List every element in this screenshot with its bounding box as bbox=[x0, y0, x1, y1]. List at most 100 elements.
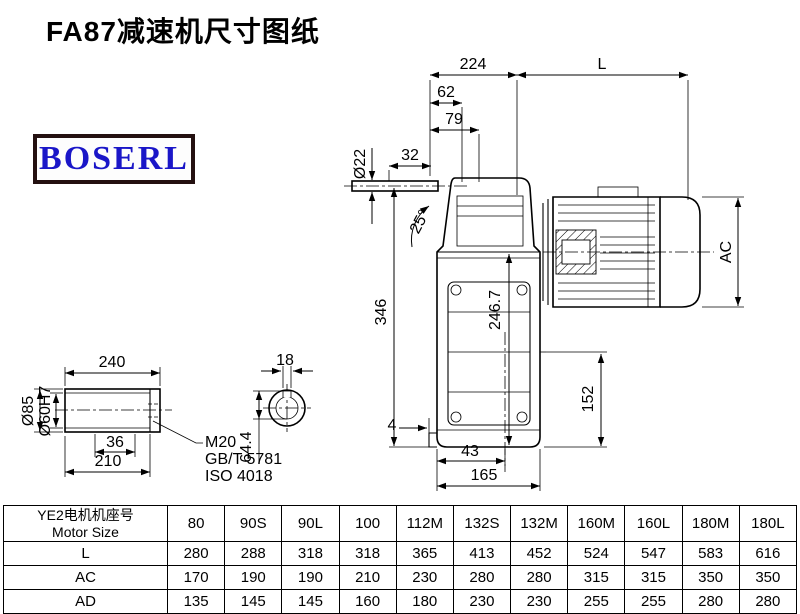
motor bbox=[542, 186, 701, 308]
dimension-value-cell: 180 bbox=[395, 589, 454, 614]
motor-frame-column-header: 180M bbox=[681, 505, 740, 542]
shaft-body bbox=[64, 388, 161, 433]
dimension-value-cell: 318 bbox=[281, 541, 340, 566]
iso-standard-label: ISO 4018 bbox=[205, 468, 273, 485]
dim-246-7-label: 246.7 bbox=[487, 290, 504, 330]
housing-outline bbox=[436, 177, 541, 448]
dim-152-label: 152 bbox=[580, 386, 597, 413]
dimension-value-cell: 280 bbox=[166, 541, 226, 566]
bolt-hole-icon bbox=[450, 411, 462, 423]
dimension-value-cell: 524 bbox=[567, 541, 626, 566]
dim-210-label: 210 bbox=[95, 453, 122, 470]
dim-165-label: 165 bbox=[471, 467, 498, 484]
row-label: L bbox=[3, 541, 168, 566]
boserl-logo: BOSERL bbox=[33, 134, 195, 184]
dimension-value-cell: 315 bbox=[624, 565, 683, 590]
dim-angle25-label: 25° bbox=[407, 207, 433, 236]
dimension-value-cell: 350 bbox=[681, 565, 740, 590]
dim-62-label: 62 bbox=[437, 84, 455, 101]
dimension-value-cell: 452 bbox=[510, 541, 569, 566]
dimension-lines bbox=[36, 71, 742, 490]
bolt-hole-icon bbox=[450, 284, 462, 296]
dim-4-label: 4 bbox=[388, 417, 397, 434]
dimension-value-cell: 210 bbox=[338, 565, 397, 590]
dimension-value-cell: 280 bbox=[681, 589, 740, 614]
dimension-value-cell: 280 bbox=[738, 589, 798, 614]
dim-346-label: 346 bbox=[373, 299, 390, 326]
dimension-value-cell: 230 bbox=[510, 589, 569, 614]
boserl-logo-text: BOSERL bbox=[39, 140, 189, 177]
dimension-labels: 224 L 62 79 32 Ø22 25° 346 246.7 AC 152 … bbox=[20, 56, 735, 485]
row-label: AD bbox=[3, 589, 168, 614]
motor-frame-column-header: 90L bbox=[281, 505, 340, 542]
motor-frame-column-header: 80 bbox=[166, 505, 226, 542]
dimension-value-cell: 190 bbox=[281, 565, 340, 590]
dim-L-label: L bbox=[598, 56, 607, 73]
motor-frame-column-header: 180L bbox=[738, 505, 798, 542]
dim-dia22-label: Ø22 bbox=[352, 149, 369, 179]
dim-dia60h7-label: Ø60H7 bbox=[37, 386, 54, 437]
motor-frame-column-header: 132M bbox=[510, 505, 569, 542]
motor-frame-column-header: 132S bbox=[452, 505, 512, 542]
dimension-value-cell: 170 bbox=[166, 565, 226, 590]
page-title: FA87减速机尺寸图纸 bbox=[46, 16, 320, 47]
dimension-value-cell: 365 bbox=[395, 541, 454, 566]
thread-spec-label: M20 bbox=[205, 434, 236, 451]
bore-section-detail bbox=[268, 389, 306, 427]
dim-224-label: 224 bbox=[460, 56, 487, 73]
dimension-value-cell: 280 bbox=[510, 565, 569, 590]
dim-64-4-label: 64.4 bbox=[238, 431, 255, 462]
output-shaft-detail bbox=[64, 388, 161, 433]
motor-frame-column-header: 90S bbox=[224, 505, 283, 542]
motor-frame-column-header: 100 bbox=[338, 505, 397, 542]
technical-drawing: 224 L 62 79 32 Ø22 25° 346 246.7 AC 152 … bbox=[20, 56, 744, 491]
dimension-value-cell: 350 bbox=[738, 565, 798, 590]
dim-43-label: 43 bbox=[461, 443, 479, 460]
dimension-value-cell: 280 bbox=[452, 565, 512, 590]
dim-18-label: 18 bbox=[276, 352, 294, 369]
motor-fins bbox=[558, 204, 655, 300]
dimension-value-cell: 255 bbox=[567, 589, 626, 614]
bolt-hole-icon bbox=[516, 284, 528, 296]
housing-front-face bbox=[447, 281, 531, 426]
dim-32-label: 32 bbox=[401, 147, 419, 164]
dimension-value-cell: 160 bbox=[338, 589, 397, 614]
dimension-value-cell: 135 bbox=[166, 589, 226, 614]
bolt-hole-icon bbox=[516, 411, 528, 423]
bottom-step bbox=[428, 432, 437, 448]
extension-lines bbox=[34, 80, 744, 491]
dimension-value-cell: 255 bbox=[624, 589, 683, 614]
dim-79-label: 79 bbox=[445, 111, 463, 128]
motor-frame-column-header: 160L bbox=[624, 505, 683, 542]
dimension-value-cell: 547 bbox=[624, 541, 683, 566]
dimension-value-cell: 145 bbox=[281, 589, 340, 614]
dimension-value-cell: 315 bbox=[567, 565, 626, 590]
terminal-box bbox=[597, 186, 639, 198]
dimension-value-cell: 413 bbox=[452, 541, 512, 566]
dimension-value-cell: 145 bbox=[224, 589, 283, 614]
dim-240-label: 240 bbox=[99, 354, 126, 371]
centerlines bbox=[55, 185, 714, 472]
dimension-value-cell: 583 bbox=[681, 541, 740, 566]
bore-outer-circle bbox=[268, 389, 306, 427]
dimension-value-cell: 190 bbox=[224, 565, 283, 590]
m20-leader-line bbox=[152, 420, 203, 444]
dimension-value-cell: 318 bbox=[338, 541, 397, 566]
motor-frame-column-header: 112M bbox=[395, 505, 454, 542]
motor-frame-column-header: 160M bbox=[567, 505, 626, 542]
dim-dia85-label: Ø85 bbox=[20, 396, 37, 426]
gb-standard-label: GB/T 5781 bbox=[205, 451, 282, 468]
angle-arc bbox=[410, 205, 430, 248]
row-label: AC bbox=[3, 565, 168, 590]
dimension-value-cell: 288 bbox=[224, 541, 283, 566]
dim-AC-label: AC bbox=[718, 241, 735, 263]
dim-36-label: 36 bbox=[106, 434, 124, 451]
dimension-value-cell: 230 bbox=[395, 565, 454, 590]
dimension-value-cell: 616 bbox=[738, 541, 798, 566]
